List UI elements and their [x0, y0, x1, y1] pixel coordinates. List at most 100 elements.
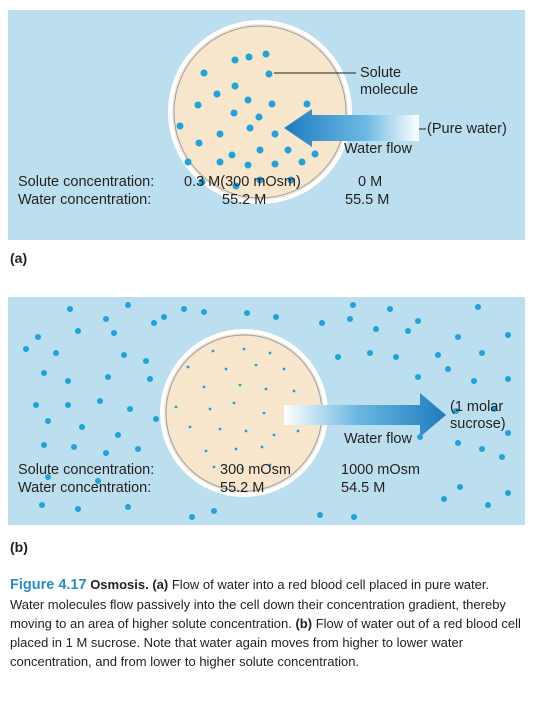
solute-molecule-dot: [230, 109, 238, 117]
inside-water-value: 55.2 M: [222, 192, 267, 208]
solute-molecule-dot: [505, 490, 511, 496]
solute-molecule-dot: [216, 130, 224, 138]
solute-molecule-dot: [256, 176, 264, 184]
water-flow-label: Water flow: [344, 141, 412, 157]
solute-molecule-dot: [33, 402, 39, 408]
solute-molecule-dot: [319, 320, 325, 326]
solute-molecule-dot: [242, 347, 246, 351]
solute-molecule-dot: [479, 446, 485, 452]
solute-molecule-dot: [455, 440, 461, 446]
solute-molecule-dot: [211, 349, 215, 353]
solute-molecule-dot: [244, 429, 248, 433]
outside-solute-value: 0 M: [358, 174, 383, 190]
solute-molecule-dot: [479, 350, 485, 356]
solute-molecule-dot: [268, 351, 272, 355]
solute-molecule-dot: [292, 389, 296, 393]
solute-molecule-dot: [244, 310, 250, 316]
solute-molecule-dot: [262, 411, 266, 415]
solute-molecule-dot: [218, 427, 222, 431]
outside-solute-value: 1000 mOsm: [341, 462, 420, 478]
water-flow-arrow-out: [284, 393, 446, 437]
panel-b-letter: (b): [10, 539, 28, 555]
panel-a-letter: (a): [10, 250, 28, 266]
solute-molecule-dot: [143, 358, 149, 364]
figure-label: Figure 4.17: [10, 577, 87, 593]
solute-molecule-dot: [471, 378, 477, 384]
solute-molecule-dot: [200, 69, 208, 77]
solute-molecule-dot: [262, 50, 270, 58]
solute-molecule-dot: [260, 445, 264, 449]
solute-molecule-dot: [121, 352, 127, 358]
solute-molecule-dot: [174, 405, 178, 409]
panel-a: Solute molecule (Pure water) Water flow …: [8, 10, 525, 240]
solute-molecule-dot: [415, 374, 421, 380]
solute-molecule-dot: [505, 376, 511, 382]
solute-molecule-dot: [244, 96, 252, 104]
solute-molecule-dot: [255, 113, 263, 121]
solute-molecule-dot: [67, 306, 73, 312]
solute-molecule-dot: [39, 502, 45, 508]
solute-molecule-dot: [79, 424, 85, 430]
solute-molecule-dot: [125, 504, 131, 510]
solute-molecule-dot: [254, 363, 258, 367]
solute-molecule-dot: [115, 432, 121, 438]
solute-molecule-dot: [453, 408, 459, 414]
solute-molecule-dot: [213, 90, 221, 98]
outside-water-value: 54.5 M: [341, 480, 386, 496]
outside-water-value: 55.5 M: [345, 192, 390, 208]
solute-molecule-dot: [246, 124, 254, 132]
solute-molecule-dot: [188, 425, 192, 429]
solute-molecule-dot: [485, 502, 491, 508]
solute-molecule-dot: [350, 302, 356, 308]
caption-text-a: Flow of water into a red blood cell plac…: [10, 577, 506, 631]
solute-molecules-inside: [174, 347, 300, 471]
solute-molecule-dot: [208, 407, 212, 411]
inside-solute-value: 0.3 M(300 mOsm): [184, 174, 301, 190]
solute-molecule-dot: [351, 514, 357, 520]
solute-molecule-label: Solute molecule: [360, 65, 419, 98]
solute-molecule-dot: [97, 398, 103, 404]
panel-b-graphic: [23, 302, 511, 520]
solute-molecule-dot: [151, 320, 157, 326]
solute-molecules-outside: [23, 302, 511, 520]
solute-molecule-dot: [186, 365, 190, 369]
solute-molecule-dot: [231, 56, 239, 64]
solute-molecule-dot: [287, 176, 295, 184]
solute-molecule-dot: [240, 467, 244, 471]
sucrose-solution-label: (1 molar sucrose): [450, 399, 506, 432]
water-flow-label: Water flow: [344, 431, 412, 447]
solute-molecule-dot: [298, 158, 306, 166]
solute-molecule-dot: [105, 374, 111, 380]
solute-molecule-dot: [194, 101, 202, 109]
solute-molecule-dot: [202, 385, 206, 389]
pure-water-label: (Pure water): [427, 121, 507, 137]
solute-molecule-dot: [284, 146, 292, 154]
solute-molecule-dot: [189, 514, 195, 520]
solute-molecule-dot: [272, 433, 276, 437]
solute-molecule-dot: [245, 53, 253, 61]
solute-molecule-dot: [224, 367, 228, 371]
solute-molecule-dot: [161, 314, 167, 320]
solute-molecule-dot: [103, 450, 109, 456]
solute-molecule-dot: [231, 82, 239, 90]
solute-molecule-dot: [198, 178, 206, 186]
solute-molecule-dot: [373, 326, 379, 332]
solute-molecule-dot: [147, 376, 153, 382]
solute-molecule-dot: [75, 506, 81, 512]
solute-concentration-label: Solute concentration:: [18, 462, 155, 478]
solute-molecule-dot: [216, 158, 224, 166]
solute-molecule-dot: [212, 465, 216, 469]
solute-molecule-dot: [71, 444, 77, 450]
solute-molecule-dot: [271, 130, 279, 138]
solute-molecule-dot: [303, 100, 311, 108]
inside-water-value: 55.2 M: [220, 480, 265, 496]
caption-part-b: (b): [295, 616, 313, 631]
solute-molecules: [176, 50, 319, 190]
solute-molecule-dot: [405, 328, 411, 334]
solute-molecule-dot: [228, 151, 236, 159]
solute-molecule-dot: [45, 418, 51, 424]
water-flow-arrow-in: [284, 109, 419, 147]
solute-molecule-dot: [445, 366, 451, 372]
panel-b: (1 molar sucrose) Water flow Solute conc…: [8, 297, 525, 525]
solute-molecule-dot: [204, 449, 208, 453]
